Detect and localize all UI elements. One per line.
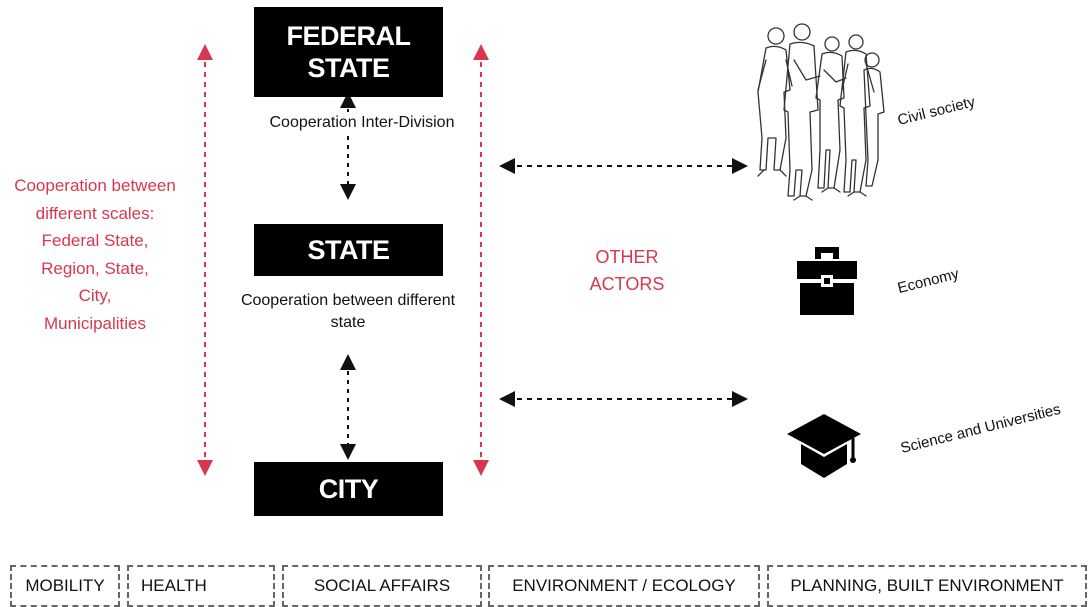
sector-mobility: MOBILITY — [10, 565, 120, 607]
graduation-cap-icon — [787, 414, 861, 478]
cooperation-between-states-label: Cooperation between different state — [222, 290, 474, 334]
sector-planning-built-environment: PLANNING, BUILT ENVIRONMENT — [767, 565, 1087, 607]
city-box: CITY — [254, 462, 443, 516]
other-actors-label: OTHER ACTORS — [589, 247, 665, 294]
briefcase-icon — [797, 247, 857, 315]
sector-social-affairs: SOCIAL AFFAIRS — [282, 565, 482, 607]
cooperation-inter-division-label: Cooperation Inter-Division — [248, 112, 476, 134]
federal-state-box: FEDERAL STATE — [254, 7, 443, 97]
people-group-icon — [757, 23, 885, 201]
sector-health: HEALTH — [127, 565, 275, 607]
cooperation-scales-label: Cooperation between different scales: Fe… — [14, 176, 176, 333]
state-box: STATE — [254, 224, 443, 276]
sector-environment-ecology: ENVIRONMENT / ECOLOGY — [488, 565, 760, 607]
